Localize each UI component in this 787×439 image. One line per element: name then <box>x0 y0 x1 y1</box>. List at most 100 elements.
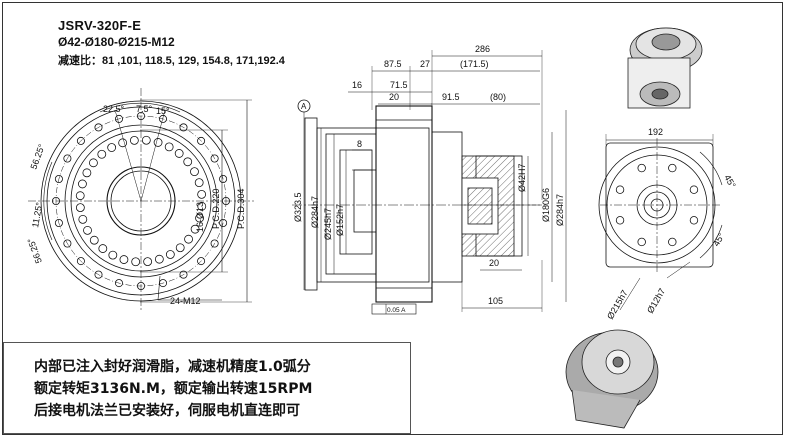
rear-view <box>598 134 723 311</box>
bolt-hole <box>179 270 188 279</box>
bolt-hole <box>108 250 118 260</box>
dim-192-label: 192 <box>648 127 663 137</box>
od-180-label: Ø180G6 <box>541 188 551 222</box>
od-284-right-label: Ø284h7 <box>555 194 565 226</box>
ratio-list: 减速比：81 ,101, 118.5, 129, 154.8, 171,192.… <box>58 55 285 67</box>
dim-91-5-label: 91.5 <box>442 92 460 102</box>
angle-56-25-bottom-label: 56.25° <box>25 236 43 264</box>
bolt-hole <box>115 279 124 288</box>
bolt-hole <box>183 157 193 167</box>
bolt-hole <box>174 149 184 158</box>
side-view <box>292 50 567 315</box>
od-215-label: Ø215h7 <box>605 288 630 321</box>
bolt-hole <box>668 163 677 173</box>
bolt-hole <box>54 218 63 227</box>
front-view-labels: 22.5° 7.5° 15° 56.25° 11.25° 56.25° 16-Ø… <box>25 104 246 306</box>
od-245-label: Ø245h7 <box>323 208 333 240</box>
bolt-hole <box>75 191 85 201</box>
drawing-frame <box>2 2 783 435</box>
dim-8-label: 8 <box>357 139 362 149</box>
rear-view-labels: 192 45° 45° Ø215h7 Ø12h7 <box>605 127 738 321</box>
dim-71-5-label: 71.5 <box>390 80 408 90</box>
model-number: JSRV-320F-E <box>58 18 142 33</box>
bolt-hole <box>219 175 228 184</box>
bolt-hole <box>637 237 646 247</box>
bolt-hole <box>83 225 92 235</box>
bolt-hole <box>210 239 219 248</box>
dim-171-5-label: (171.5) <box>460 59 489 69</box>
bolt-hole <box>615 185 625 194</box>
bolt-hole <box>118 138 128 148</box>
dim-286-label: 286 <box>475 44 490 54</box>
note-motor-flange: 后接电机法兰已安装好，伺服电机直连即可 <box>34 403 300 419</box>
bolt-hole <box>78 214 88 224</box>
bolt-hole <box>219 218 228 227</box>
render-top <box>627 27 703 109</box>
pcd-304-label: P.C.D.304 <box>236 189 246 229</box>
od-284-left-label: Ø284h7 <box>310 196 320 228</box>
holes-24-m12-label: 24-M12 <box>170 296 201 306</box>
bolt-hole <box>115 114 124 123</box>
od-323-5-label: Ø323.5 <box>293 192 303 222</box>
angle-45-bottom-label: 45° <box>711 231 727 248</box>
bolt-hole <box>197 201 207 211</box>
bolt-hole <box>119 255 129 264</box>
angle-15-label: 15° <box>156 106 170 116</box>
bolt-hole <box>89 158 98 168</box>
bolt-hole <box>107 143 117 152</box>
bolt-hole <box>195 213 204 223</box>
bolt-hole <box>131 257 141 267</box>
bolt-hole <box>179 123 188 132</box>
bolt-hole <box>75 203 85 213</box>
bolt-hole <box>89 235 99 245</box>
bolt-hole <box>689 185 699 194</box>
bolt-hole <box>184 234 193 244</box>
bolt-hole <box>194 178 204 188</box>
bolt-hole <box>615 216 625 225</box>
bolt-hole <box>97 149 107 159</box>
bolt-hole <box>637 163 646 173</box>
od-152-label: Ø152h7 <box>335 204 345 236</box>
bolt-hole <box>94 270 103 279</box>
od-12-label: Ø12h7 <box>645 287 667 315</box>
bolt-hole <box>63 154 72 163</box>
bolt-hole <box>141 135 151 145</box>
front-view <box>28 88 254 312</box>
bolt-hole <box>76 257 85 266</box>
angle-22-5-label: 22.5° <box>103 104 125 114</box>
bolt-hole <box>165 250 175 259</box>
tolerance-label: 0.05 A <box>387 307 406 314</box>
bolt-hole <box>210 154 219 163</box>
note-rated-torque: 额定转矩3136N.M，额定输出转速15RPM <box>34 381 313 397</box>
angle-45-top-label: 45° <box>722 173 738 190</box>
bolt-hole <box>197 257 206 266</box>
angle-11-25-label: 11.25° <box>30 201 44 228</box>
dim-105-label: 105 <box>488 296 503 306</box>
bolt-hole <box>82 168 92 178</box>
bolt-hole <box>54 175 63 184</box>
render-bottom <box>565 329 659 429</box>
note-lubrication: 内部已注入封好润滑脂，减速机精度1.0弧分 <box>34 359 311 375</box>
bolt-hole <box>190 224 200 234</box>
bolt-hole <box>63 239 72 248</box>
bolt-hole <box>689 216 699 225</box>
angle-56-25-top-label: 56.25° <box>28 142 46 170</box>
bolt-hole <box>668 237 677 247</box>
bolt-hole <box>197 136 206 145</box>
notes-box: 内部已注入封好润滑脂，减速机精度1.0弧分 额定转矩3136N.M，额定输出转速… <box>3 342 411 434</box>
diameter-spec: Ø42-Ø180-Ø215-M12 <box>58 35 175 49</box>
bolt-hole <box>76 136 85 145</box>
dim-16-label: 16 <box>352 80 362 90</box>
bolt-hole <box>153 138 163 147</box>
bolt-hole <box>190 167 199 177</box>
dim-20-bottom-label: 20 <box>489 258 499 268</box>
dim-20-top-label: 20 <box>389 92 399 102</box>
bolt-hole <box>175 243 185 253</box>
bolt-hole <box>164 142 174 152</box>
bolt-hole <box>129 135 139 145</box>
dim-80-label: (80) <box>490 92 506 102</box>
bolt-hole <box>158 114 167 123</box>
bolt-hole <box>98 244 108 253</box>
side-view-labels: 286 87.5 27 (171.5) 16 71.5 20 91.5 (80)… <box>293 44 565 314</box>
